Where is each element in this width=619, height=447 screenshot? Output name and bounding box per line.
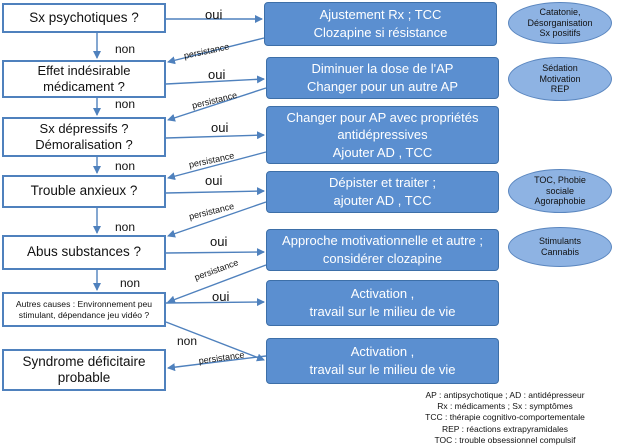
action-line: travail sur le milieu de vie	[309, 362, 456, 377]
action-line: Clozapine si résistance	[313, 25, 448, 40]
yes-arrow	[165, 131, 265, 140]
yes-label: oui	[211, 120, 229, 135]
question-substance-abuse: Abus substances ?	[2, 235, 166, 270]
no-arrow	[165, 321, 265, 362]
question-anxiety: Trouble anxieux ?	[2, 175, 166, 208]
action-line: Changer pour AP avec propriétés	[286, 109, 479, 125]
action-line: Diminuer la dose de l'AP	[311, 61, 454, 77]
symptom-line: TOC, Phobie	[534, 174, 586, 185]
symptom-line: Cannabis	[540, 247, 580, 257]
no-label: non	[177, 334, 198, 348]
persistence-arrow	[167, 201, 267, 238]
action-line: Changer pour un autre AP	[306, 79, 459, 94]
yes-label: oui	[205, 173, 223, 188]
action-line: Ajustement Rx ; TCC	[319, 7, 442, 23]
action-line: Activation ,	[350, 344, 415, 360]
action-reduce-ap: Diminuer la dose de l'AP Changer pour un…	[266, 57, 499, 99]
symptoms-side-effects: Sédation Motivation REP	[508, 57, 612, 101]
action-line: antidépressives	[337, 127, 428, 143]
yes-label: oui	[208, 67, 226, 82]
action-activation-2: Activation , travail sur le milieu de vi…	[266, 338, 499, 384]
question-line: Trouble anxieux ?	[30, 183, 138, 199]
question-line: Autres causes : Environnement peu	[15, 299, 153, 310]
question-psychotic-symptoms: Sx psychotiques ?	[2, 3, 166, 33]
legend-line: REP : réactions extrapyramidales	[442, 423, 568, 434]
symptom-line: Sx positifs	[539, 28, 581, 39]
yes-arrow	[165, 75, 265, 85]
action-line: Activation ,	[350, 286, 415, 302]
symptom-line: Désorganisation	[527, 17, 593, 28]
symptoms-substances: Stimulants Cannabis	[508, 227, 612, 267]
question-line: probable	[57, 370, 111, 385]
action-adjust-rx: Ajustement Rx ; TCC Clozapine si résista…	[264, 2, 497, 46]
legend-line: Rx : médicaments ; Sx : symptômes	[437, 401, 573, 412]
symptoms-psychotic: Catatonie, Désorganisation Sx positifs	[508, 2, 612, 44]
persistence-arrow	[167, 151, 267, 181]
question-line: Abus substances ?	[26, 244, 142, 260]
yes-arrow	[165, 248, 265, 257]
no-label: non	[115, 42, 136, 56]
action-change-ap-antidepressant: Changer pour AP avec propriétés antidépr…	[266, 106, 499, 164]
legend-line: TCC : thérapie cognitivo-comportementale	[425, 412, 585, 423]
action-motivational: Approche motivationnelle et autre ; cons…	[266, 229, 499, 271]
question-line: médicament ?	[43, 79, 125, 94]
legend-line: AP : antipsychotique ; AD : antidépresse…	[425, 390, 585, 400]
persistence-arrow	[167, 37, 265, 65]
abbreviations-legend: AP : antipsychotique ; AD : antidépresse…	[400, 390, 610, 446]
no-label: non	[115, 159, 136, 173]
persistence-arrow	[167, 264, 267, 304]
symptom-line: REP	[550, 84, 570, 95]
action-line: Approche motivationnelle et autre ;	[282, 233, 483, 249]
symptom-line: Stimulants	[538, 236, 582, 247]
symptom-line: sociale	[545, 185, 574, 196]
question-line: Sx psychotiques ?	[29, 9, 139, 25]
no-label: non	[115, 97, 136, 111]
legend-line: TOC : trouble obsessionnel compulsif	[434, 434, 576, 445]
yes-label: oui	[205, 7, 223, 22]
persistence-arrow	[167, 355, 267, 372]
question-line: Syndrome déficitaire	[22, 353, 146, 369]
question-line: Démoralisation ?	[35, 137, 133, 152]
persistence-arrow	[167, 87, 267, 122]
symptom-line: Motivation	[539, 73, 581, 84]
no-label: non	[120, 276, 141, 290]
yes-arrow	[165, 187, 265, 196]
symptom-line: Agoraphobie	[534, 196, 586, 207]
action-line: travail sur le milieu de vie	[309, 304, 456, 319]
symptom-line: Catatonie,	[539, 6, 581, 17]
action-screen-treat: Dépister et traiter ; ajouter AD , TCC	[266, 171, 499, 213]
action-activation-1: Activation , travail sur le milieu de vi…	[266, 280, 499, 326]
question-line: stimulant, dépendance jeu vidéo ?	[18, 309, 150, 320]
no-label: non	[115, 220, 136, 234]
action-line: ajouter AD , TCC	[333, 193, 432, 208]
yes-label: oui	[212, 289, 230, 304]
action-line: Ajouter AD , TCC	[332, 144, 433, 160]
yes-arrow	[165, 298, 265, 307]
action-line: considérer clozapine	[322, 251, 443, 266]
symptoms-anxiety: TOC, Phobie sociale Agoraphobie	[508, 169, 612, 213]
symptom-line: Sédation	[542, 62, 578, 73]
action-line: Dépister et traiter ;	[329, 175, 436, 191]
question-line: Sx dépressifs ?	[39, 121, 129, 137]
question-depression: Sx dépressifs ?Démoralisation ?	[2, 117, 166, 157]
question-line: Effet indésirable	[37, 63, 131, 79]
yes-label: oui	[210, 234, 228, 249]
